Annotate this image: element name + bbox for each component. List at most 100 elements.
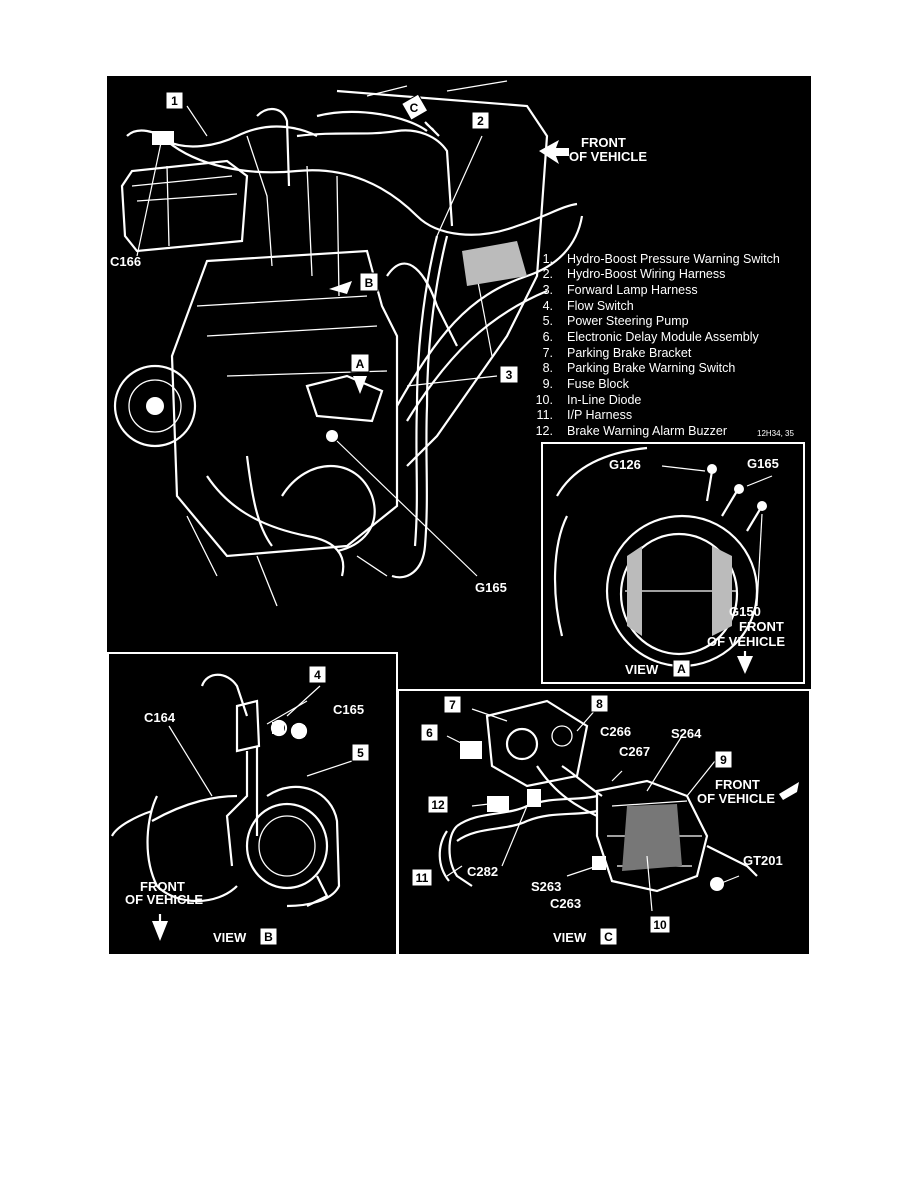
- diagram-canvas: 1 2 3 C B A C166 G165 FRONT OF VEHICLE 1…: [107, 76, 811, 956]
- view-b-arrow-icon: [329, 281, 352, 294]
- svg-text:Fuse Block: Fuse Block: [567, 377, 630, 391]
- svg-text:6: 6: [426, 726, 433, 740]
- view-c-caption: VIEW: [553, 930, 587, 945]
- svg-text:Hydro-Boost Wiring Harness: Hydro-Boost Wiring Harness: [567, 267, 725, 281]
- svg-text:3.: 3.: [543, 283, 553, 297]
- view-b-caption: VIEW: [213, 930, 247, 945]
- svg-text:Parking Brake Warning Switch: Parking Brake Warning Switch: [567, 361, 735, 375]
- front-label-b-1: FRONT: [140, 879, 185, 894]
- connector-c165-label: C165: [333, 702, 364, 717]
- svg-text:2.: 2.: [543, 267, 553, 281]
- ground-gt201-label: GT201: [743, 853, 783, 868]
- connector-c164-label: C164: [144, 710, 176, 725]
- view-b-panel: [107, 652, 398, 956]
- svg-text:8.: 8.: [543, 361, 553, 375]
- splice-s264-label: S264: [671, 726, 702, 741]
- view-a-illustration: [553, 446, 773, 668]
- view-c-illustration: [438, 699, 758, 912]
- front-label-c-2: OF VEHICLE: [697, 791, 775, 806]
- wiring-diagram-figure: 1 2 3 C B A C166 G165 FRONT OF VEHICLE 1…: [107, 76, 811, 956]
- front-arrow-main-icon: [539, 140, 569, 164]
- view-b-illustration: [111, 673, 353, 908]
- svg-text:8: 8: [596, 697, 603, 711]
- front-arrow-b-icon: [152, 921, 168, 941]
- view-c-marker: C: [401, 93, 429, 121]
- legend: 1. Hydro-Boost Pressure Warning Switch 2.…: [536, 252, 795, 438]
- view-c-letter-box: C: [599, 927, 618, 946]
- front-label-main-2: OF VEHICLE: [569, 149, 647, 164]
- svg-text:7.: 7.: [543, 346, 553, 360]
- front-label-main-1: FRONT: [581, 135, 626, 150]
- callout-4: 4: [308, 665, 327, 684]
- svg-text:Power Steering Pump: Power Steering Pump: [567, 314, 689, 328]
- svg-text:4.: 4.: [543, 299, 553, 313]
- front-arrow-c-icon: [779, 782, 799, 800]
- view-c-panel: [397, 689, 811, 956]
- svg-text:I/P Harness: I/P Harness: [567, 408, 632, 422]
- svg-text:1: 1: [171, 94, 178, 108]
- front-label-a-2: OF VEHICLE: [707, 634, 785, 649]
- svg-text:11: 11: [416, 871, 429, 885]
- view-c-arrow-shaft: [424, 121, 440, 137]
- svg-text:10: 10: [653, 918, 667, 932]
- front-label-a-1: FRONT: [739, 619, 784, 634]
- svg-text:12.: 12.: [536, 424, 553, 438]
- callout-10: 10: [649, 915, 671, 934]
- svg-text:C: C: [410, 101, 419, 115]
- view-a-caption: VIEW: [625, 662, 659, 677]
- svg-text:6.: 6.: [543, 330, 553, 344]
- svg-text:A: A: [677, 662, 686, 676]
- svg-text:1.: 1.: [543, 252, 553, 266]
- view-a-panel: [541, 442, 805, 684]
- view-a-marker: A: [350, 353, 370, 373]
- callout-1: 1: [165, 91, 184, 110]
- svg-text:11.: 11.: [537, 408, 553, 422]
- callout-3: 3: [499, 365, 519, 384]
- connector-c267-label: C267: [619, 744, 650, 759]
- callout-7: 7: [443, 695, 462, 714]
- connector-c166-label: C166: [110, 254, 141, 269]
- svg-text:7: 7: [449, 698, 456, 712]
- svg-text:Forward Lamp Harness: Forward Lamp Harness: [567, 283, 698, 297]
- view-a-letter-box: A: [672, 659, 691, 678]
- splice-s263-label: S263: [531, 879, 561, 894]
- svg-text:9.: 9.: [543, 377, 553, 391]
- svg-text:In-Line Diode: In-Line Diode: [567, 393, 641, 407]
- callout-2: 2: [471, 111, 490, 130]
- front-label-c-1: FRONT: [715, 777, 760, 792]
- svg-text:B: B: [264, 930, 273, 944]
- main-engine-illustration: [113, 80, 584, 607]
- svg-text:A: A: [356, 357, 365, 371]
- svg-text:C: C: [604, 930, 613, 944]
- ground-g150-label: G150: [729, 604, 761, 619]
- svg-text:3: 3: [506, 368, 513, 382]
- ground-g126-label: G126: [609, 457, 641, 472]
- callout-9: 9: [714, 750, 733, 769]
- svg-text:2: 2: [477, 114, 484, 128]
- view-b-marker: B: [359, 272, 379, 292]
- svg-text:Hydro-Boost Pressure Warning S: Hydro-Boost Pressure Warning Switch: [567, 252, 780, 266]
- svg-text:Brake Warning Alarm Buzzer: Brake Warning Alarm Buzzer: [567, 424, 727, 438]
- callout-6: 6: [420, 723, 439, 742]
- svg-text:12: 12: [431, 798, 445, 812]
- svg-text:9: 9: [720, 753, 727, 767]
- front-arrow-a-icon: [737, 656, 753, 674]
- svg-text:4: 4: [314, 668, 321, 682]
- view-a-arrow-icon: [353, 376, 367, 394]
- svg-text:5: 5: [357, 746, 364, 760]
- callout-5: 5: [351, 743, 370, 762]
- ground-g165-label: G165: [475, 580, 507, 595]
- figure-code: 12H34, 35: [757, 429, 794, 438]
- connector-c266-label: C266: [600, 724, 631, 739]
- view-b-letter-box: B: [259, 927, 278, 946]
- connector-c282-label: C282: [467, 864, 498, 879]
- callout-11: 11: [411, 868, 433, 887]
- front-label-b-2: OF VEHICLE: [125, 892, 203, 907]
- svg-text:5.: 5.: [543, 314, 553, 328]
- svg-text:Parking Brake Bracket: Parking Brake Bracket: [567, 346, 692, 360]
- connector-c263-label: C263: [550, 896, 581, 911]
- svg-text:10.: 10.: [536, 393, 553, 407]
- ground-g165-view-a-label: G165: [747, 456, 779, 471]
- callout-12: 12: [427, 795, 449, 814]
- svg-text:Flow Switch: Flow Switch: [567, 299, 634, 313]
